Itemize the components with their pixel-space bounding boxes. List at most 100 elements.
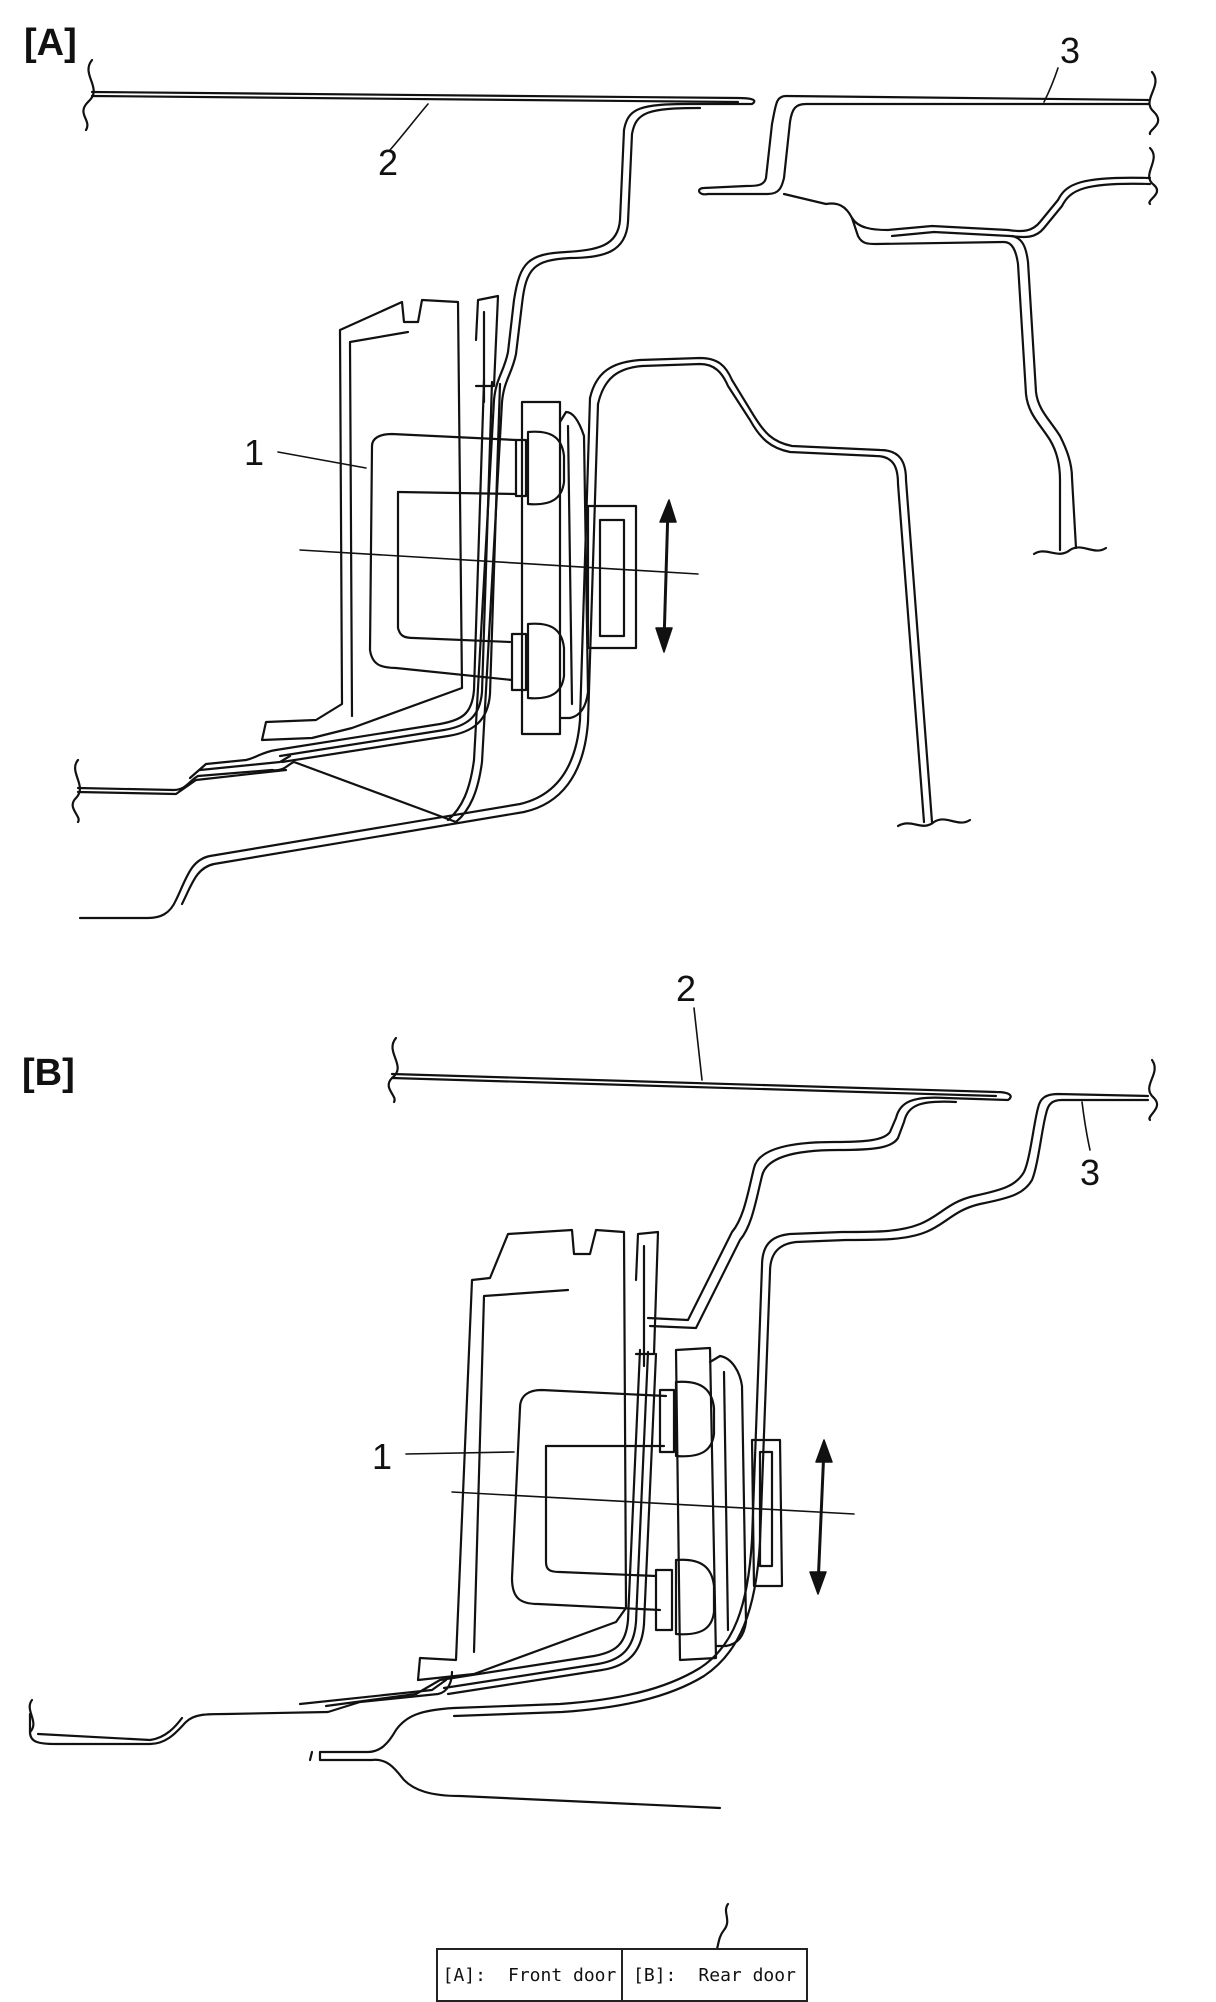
legend-box: [A]: Front door [B]: Rear door <box>436 1948 808 2002</box>
hinge-bracket-arm <box>510 1406 662 1612</box>
hinge-plate <box>674 1346 718 1662</box>
front-door-inner <box>454 106 702 824</box>
panel-a-callout-3: 3 <box>1060 30 1081 71</box>
hinge-sheet <box>446 1352 658 1696</box>
hinge-bracket-arm <box>368 444 514 682</box>
hinge-sheet <box>188 378 486 780</box>
leader-line <box>277 451 367 469</box>
break-mark <box>1148 146 1159 206</box>
hinge-bracket-body <box>634 1230 660 1356</box>
front-door-lower <box>76 768 288 796</box>
rear-door-flange <box>78 396 592 920</box>
rear-door-inner <box>1010 234 1078 550</box>
rear-door-panel <box>698 94 1150 196</box>
hinge-bracket-arm <box>370 432 518 448</box>
hinge-bracket-body <box>416 1228 628 1682</box>
motion-arrow-head <box>659 499 677 523</box>
leader-line <box>1081 1101 1091 1151</box>
hinge-bolt <box>526 622 566 700</box>
front-door-lower <box>28 1670 454 1746</box>
rear-door-flange <box>588 356 934 824</box>
legend-item-front-door: [A]: Front door <box>438 1950 621 2000</box>
hinge-bolt <box>674 1558 716 1636</box>
hinge-plate <box>566 424 574 706</box>
hinge-plate <box>520 400 562 736</box>
hinge-bracket-arm <box>396 490 512 644</box>
hinge-bracket-arm <box>518 1388 668 1410</box>
panel-a-callout-1: 1 <box>244 432 265 473</box>
hinge-sheet <box>198 754 292 772</box>
rear-door-flange <box>180 402 600 906</box>
leader-line <box>1043 67 1059 103</box>
panel-b-tag: [B] <box>22 1052 75 1094</box>
front-door-inner <box>446 102 692 822</box>
motion-arrow <box>662 506 670 644</box>
leader-line <box>389 103 429 151</box>
hinge-cap <box>750 1438 784 1588</box>
break-mark <box>28 1698 35 1734</box>
hinge-plate <box>722 1370 730 1632</box>
hinge-cap <box>598 518 626 638</box>
break-mark <box>896 818 972 828</box>
hinge-bracket-body <box>348 330 410 718</box>
panel-b-callout-3: 3 <box>1080 1152 1101 1193</box>
hinge-bracket-arm <box>544 1444 658 1578</box>
front-door-inner <box>648 1100 958 1330</box>
rear-door-lower <box>318 1706 722 1810</box>
hinge-bracket-body <box>260 298 464 742</box>
panel-a-tag: [A] <box>24 22 77 64</box>
hinge-sheet <box>324 1348 642 1708</box>
rear-door-panel <box>452 1098 1150 1718</box>
break-mark <box>1148 70 1160 136</box>
front-door-panel <box>90 90 756 106</box>
rear-door-panel <box>452 1092 1150 1710</box>
hinge-cap <box>586 504 638 650</box>
panel-b-callout-2: 2 <box>676 968 697 1009</box>
motion-arrow-head <box>815 1439 833 1463</box>
legend-key: [B]: <box>633 1964 677 1986</box>
hinge-axis-line <box>451 1491 855 1515</box>
hinge-bracket-arm <box>396 490 518 496</box>
panel-a-callout-2: 2 <box>378 142 399 183</box>
motion-arrow <box>816 1446 826 1588</box>
front-door-lower <box>298 1678 448 1706</box>
legend-item-rear-door: [B]: Rear door <box>621 1950 806 2000</box>
hinge-bolt <box>514 438 528 498</box>
hinge-sheet <box>280 382 502 764</box>
hinge-bolt <box>526 430 566 506</box>
hinge-axis-line <box>299 549 699 575</box>
break-mark <box>1032 546 1108 556</box>
hinge-sheet <box>278 380 494 758</box>
front-door-panel <box>390 1072 1012 1102</box>
hinge-bracket-body <box>472 1288 570 1654</box>
break-mark <box>82 58 95 132</box>
break-mark <box>1148 1058 1159 1122</box>
front-door-panel <box>390 1076 998 1098</box>
break-mark <box>387 1036 399 1104</box>
leader-line <box>405 1451 515 1455</box>
leader-line <box>693 1007 703 1081</box>
hinge-bolt <box>654 1568 674 1632</box>
motion-arrow-head <box>809 1571 827 1595</box>
hinge-sheet <box>442 1350 650 1690</box>
legend-value: Front door <box>507 1964 617 1986</box>
front-door-lower <box>76 760 458 824</box>
hinge-bolt <box>510 632 528 692</box>
motion-arrow-head <box>655 627 673 653</box>
rear-door-inner <box>850 216 1062 552</box>
hinge-plate <box>708 1354 748 1648</box>
rear-door-flange <box>596 362 926 824</box>
hinge-bolt <box>674 1380 716 1458</box>
panel-a-drawing <box>71 58 1160 920</box>
rear-door-inner <box>890 182 1152 239</box>
rear-door-lower <box>308 1750 314 1762</box>
hinge-plate <box>558 410 590 720</box>
hinge-cap <box>758 1450 774 1568</box>
break-mark <box>71 758 82 824</box>
front-door-inner <box>646 1096 948 1322</box>
front-door-panel <box>90 94 740 104</box>
rear-door-inner <box>782 176 1152 233</box>
legend-value: Rear door <box>698 1964 796 1986</box>
legend-key: [A]: <box>442 1964 486 1986</box>
